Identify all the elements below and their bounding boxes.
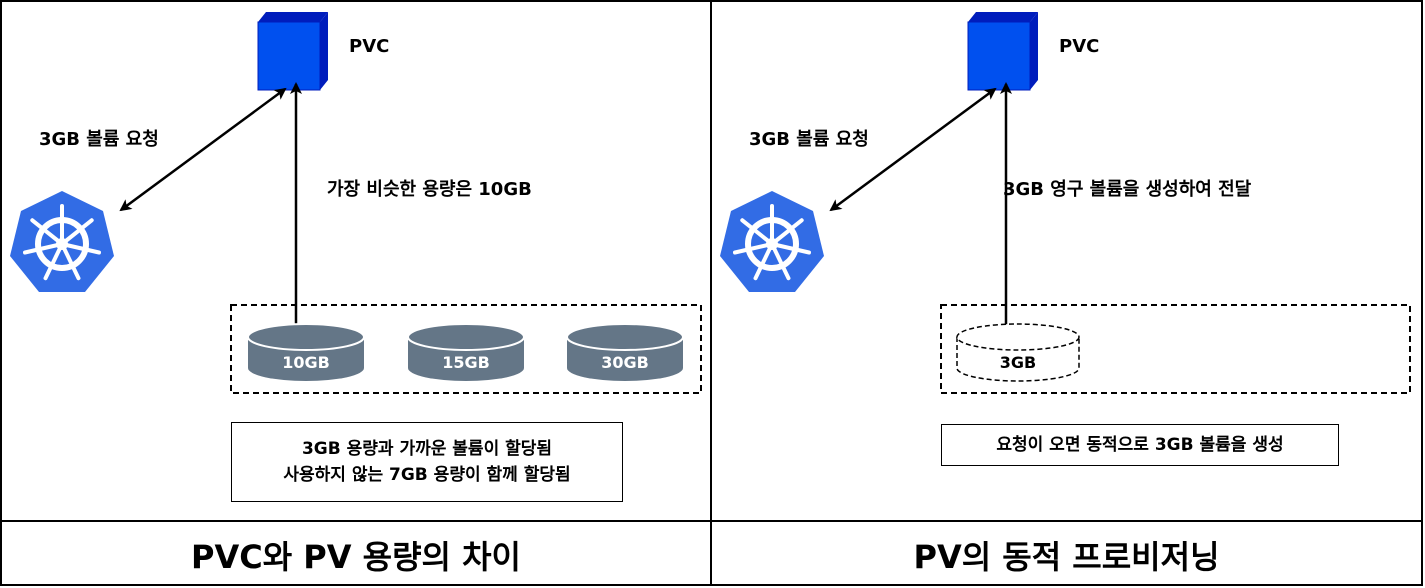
volume-15gb-disk-icon	[407, 323, 525, 381]
left-pvc-label: PVC	[349, 36, 390, 57]
right-request-arrow	[829, 87, 997, 212]
right-pvc-label: PVC	[1059, 36, 1100, 57]
left-note: 3GB 용량과 가까운 볼륨이 할당됨 사용하지 않는 7GB 용량이 함께 할…	[231, 422, 623, 502]
left-match-label: 가장 비슷한 용량은 10GB	[327, 179, 532, 200]
right-request-label: 3GB 볼륨 요청	[749, 129, 869, 150]
left-kubernetes-icon	[10, 191, 114, 292]
volume-3gb-label: 3GB	[999, 353, 1037, 372]
volume-10gb-label: 10GB	[282, 353, 330, 372]
left-request-arrow	[119, 87, 287, 212]
left-pvc-cube-icon	[257, 11, 329, 91]
right-pvc-cube-icon	[967, 11, 1039, 91]
right-caption: PV의 동적 프로비저닝	[913, 538, 1220, 576]
volume-30gb-disk-icon	[566, 323, 684, 381]
left-volume-pool	[230, 304, 702, 394]
right-create-label: 3GB 영구 볼륨을 생성하여 전달	[1003, 179, 1252, 200]
volume-30gb-label: 30GB	[601, 353, 649, 372]
right-volume-pool	[940, 304, 1411, 394]
volume-10gb-disk-icon	[247, 323, 365, 381]
right-note: 요청이 오면 동적으로 3GB 볼륨을 생성	[941, 424, 1339, 466]
right-caption-box	[710, 520, 1423, 586]
left-request-label: 3GB 볼륨 요청	[39, 129, 159, 150]
volume-3gb-dynamic-disk-icon	[956, 323, 1080, 382]
volume-15gb-label: 15GB	[442, 353, 490, 372]
left-caption: PVC와 PV 용량의 차이	[191, 538, 521, 576]
left-note-line1: 3GB 용량과 가까운 볼륨이 할당됨	[301, 439, 553, 459]
left-note-line2: 사용하지 않는 7GB 용량이 함께 할당됨	[283, 465, 571, 485]
right-kubernetes-icon	[720, 191, 824, 292]
